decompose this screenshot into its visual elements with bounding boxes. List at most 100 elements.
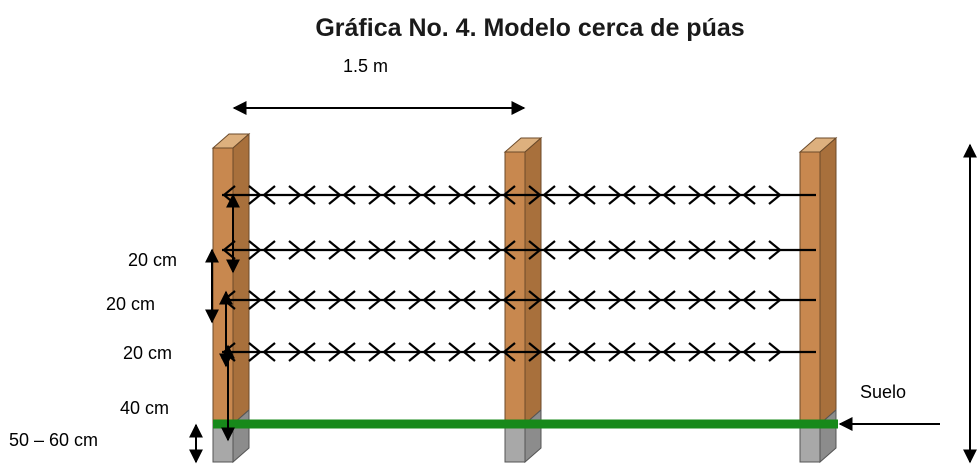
- barb: [582, 240, 596, 260]
- barb: [582, 185, 596, 205]
- barb: [342, 342, 356, 362]
- barb: [488, 342, 502, 362]
- post-side: [232, 132, 250, 426]
- barb: [288, 185, 302, 205]
- diagram-title: Gráfica No. 4. Modelo cerca de púas: [315, 14, 745, 42]
- barb: [502, 240, 516, 260]
- barb: [248, 290, 262, 310]
- barb: [702, 290, 716, 310]
- barb: [662, 185, 676, 205]
- barb: [768, 342, 782, 362]
- barb: [742, 185, 756, 205]
- barb: [528, 290, 542, 310]
- barb: [342, 290, 356, 310]
- barb: [542, 240, 556, 260]
- post-buried-front: [212, 423, 234, 463]
- barb: [622, 342, 636, 362]
- barb: [248, 342, 262, 362]
- barb: [248, 240, 262, 260]
- barb: [302, 240, 316, 260]
- barb: [462, 290, 476, 310]
- post-buried-front: [799, 423, 821, 463]
- barb: [302, 185, 316, 205]
- barb: [608, 185, 622, 205]
- barb: [408, 185, 422, 205]
- barb: [768, 290, 782, 310]
- barb: [488, 240, 502, 260]
- barb: [328, 185, 342, 205]
- barb: [328, 290, 342, 310]
- barb: [662, 240, 676, 260]
- barb: [262, 185, 276, 205]
- barb: [662, 342, 676, 362]
- barb: [382, 185, 396, 205]
- barb: [502, 185, 516, 205]
- barb: [368, 342, 382, 362]
- barb: [742, 290, 756, 310]
- barb: [488, 185, 502, 205]
- barb: [382, 342, 396, 362]
- barb: [768, 185, 782, 205]
- barb: [342, 240, 356, 260]
- barb: [662, 290, 676, 310]
- barb: [408, 290, 422, 310]
- barb: [688, 240, 702, 260]
- barb: [568, 290, 582, 310]
- barb: [542, 185, 556, 205]
- post-1: [211, 132, 251, 464]
- wire-spacing-1-label: 20 cm: [128, 250, 178, 270]
- barb: [368, 240, 382, 260]
- barb: [448, 290, 462, 310]
- dimension-arrows: [189, 101, 977, 464]
- barb: [608, 290, 622, 310]
- barb: [582, 290, 596, 310]
- barb: [768, 240, 782, 260]
- barb: [622, 240, 636, 260]
- barb: [502, 342, 516, 362]
- barb: [648, 342, 662, 362]
- barb: [568, 240, 582, 260]
- barb: [288, 290, 302, 310]
- barb: [648, 185, 662, 205]
- barb: [702, 185, 716, 205]
- barb: [622, 185, 636, 205]
- barb: [528, 342, 542, 362]
- barb: [622, 290, 636, 310]
- barb: [742, 240, 756, 260]
- barb: [502, 290, 516, 310]
- barb: [342, 185, 356, 205]
- barb: [728, 290, 742, 310]
- barb: [462, 240, 476, 260]
- barb: [702, 240, 716, 260]
- barb: [328, 240, 342, 260]
- barb: [262, 240, 276, 260]
- barb: [422, 185, 436, 205]
- barb: [542, 342, 556, 362]
- post-side: [819, 136, 837, 426]
- barb: [368, 290, 382, 310]
- ground-label: Suelo: [860, 382, 907, 402]
- barb: [542, 290, 556, 310]
- barb: [728, 240, 742, 260]
- barb: [688, 185, 702, 205]
- barb: [582, 342, 596, 362]
- barb: [262, 290, 276, 310]
- burial-depth-label: 50 – 60 cm: [9, 430, 99, 450]
- barb: [262, 342, 276, 362]
- barb: [448, 342, 462, 362]
- barb: [462, 185, 476, 205]
- barb: [328, 342, 342, 362]
- bottom-clearance-label: 40 cm: [120, 398, 170, 418]
- wire-spacing-3-label: 20 cm: [123, 343, 173, 363]
- barb: [728, 185, 742, 205]
- barb: [742, 342, 756, 362]
- post-front: [799, 151, 821, 425]
- barb: [248, 185, 262, 205]
- wire-spacing-2-label: 20 cm: [106, 294, 156, 314]
- post-side: [524, 136, 542, 426]
- barb: [648, 240, 662, 260]
- barb: [448, 185, 462, 205]
- barb: [688, 290, 702, 310]
- barb: [488, 290, 502, 310]
